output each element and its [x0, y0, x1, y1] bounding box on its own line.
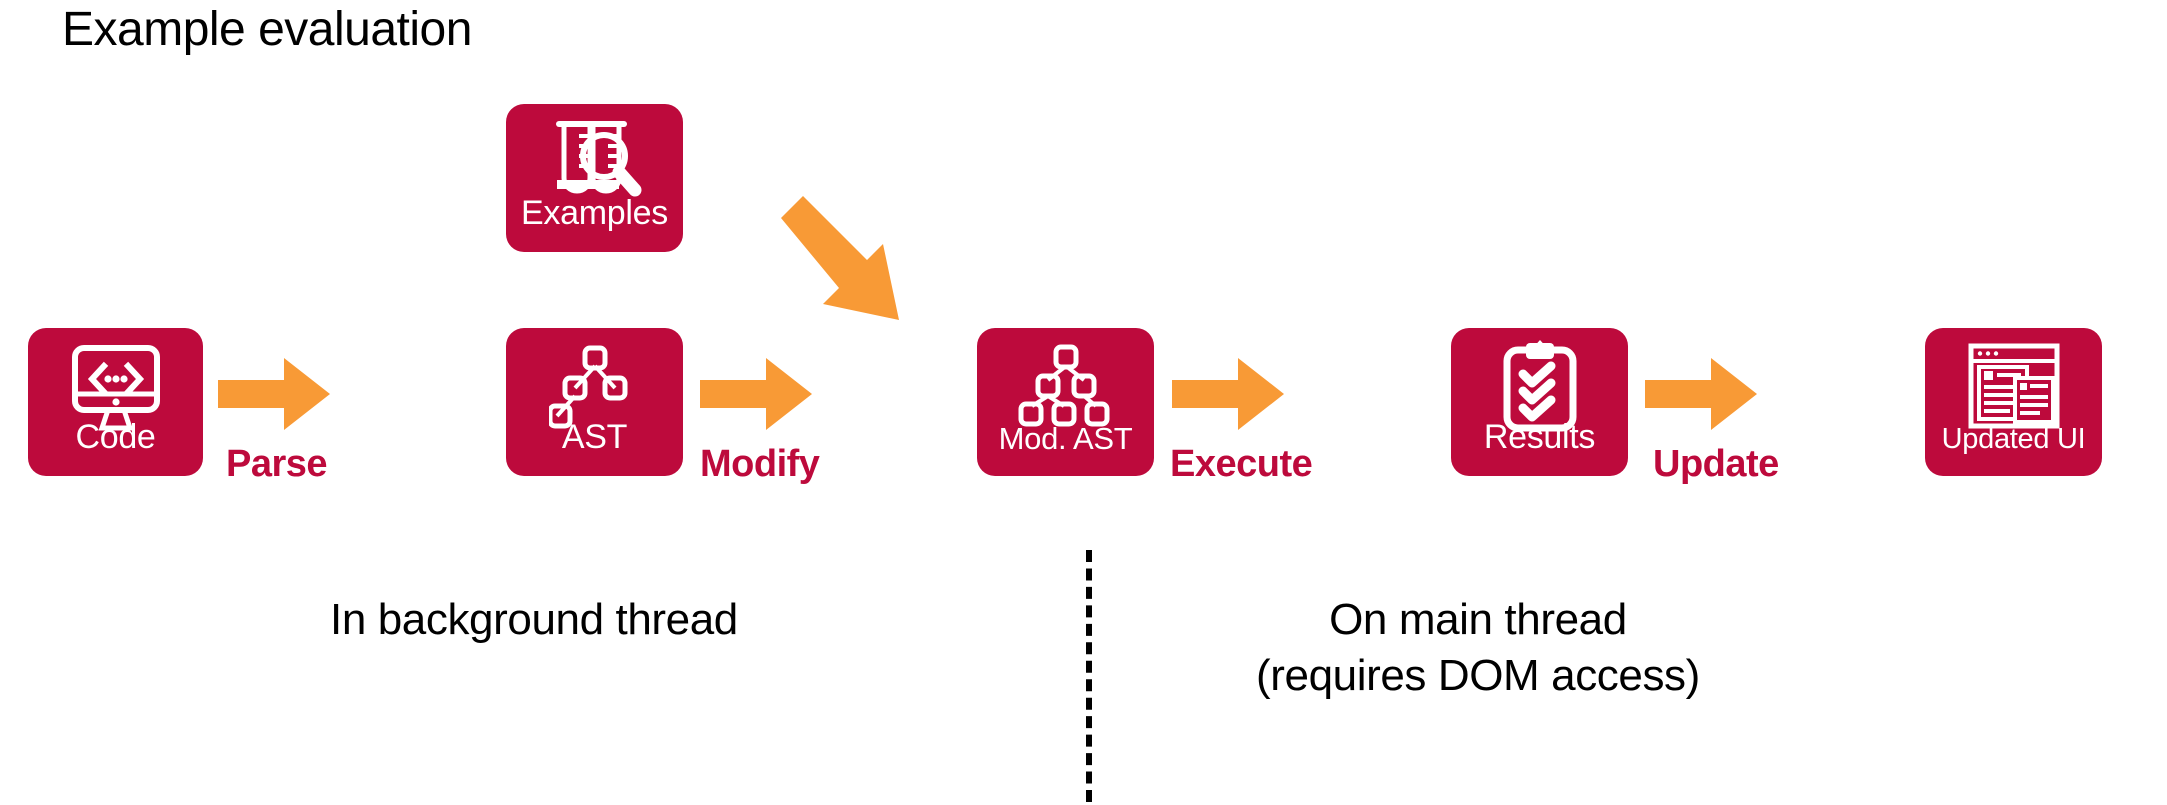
arrow-label-update: Update — [1653, 443, 1779, 485]
card-code[interactable]: Code — [28, 328, 203, 476]
arrow-right-update-icon — [1645, 358, 1757, 430]
card-label-code: Code — [75, 418, 156, 456]
tree-nodes-full-icon — [977, 344, 1154, 428]
monitor-code-icon — [28, 342, 203, 434]
caption-main-thread: On main thread (requires DOM access) — [1256, 592, 1700, 705]
arrow-label-parse: Parse — [226, 443, 328, 485]
arrow-label-modify: Modify — [700, 443, 820, 485]
arrow-diagonal-examples-to-mod-ast-icon — [775, 196, 925, 340]
arrow-right-execute-icon — [1172, 358, 1284, 430]
card-results[interactable]: Results — [1451, 328, 1628, 476]
test-tubes-magnifier-icon — [506, 116, 683, 204]
arrow-right-parse-icon — [218, 358, 330, 430]
card-examples[interactable]: Examples — [506, 104, 683, 252]
thread-boundary-divider — [1086, 550, 1092, 802]
card-updated-ui[interactable]: Updated UI — [1925, 328, 2102, 476]
caption-main-thread-line1: On main thread — [1329, 595, 1627, 644]
arrow-label-execute: Execute — [1170, 443, 1313, 485]
card-ast[interactable]: AST — [506, 328, 683, 476]
clipboard-checks-icon — [1451, 340, 1628, 432]
arrow-right-modify-icon — [700, 358, 812, 430]
browser-window-icon — [1925, 342, 2102, 430]
card-label-ast: AST — [561, 418, 628, 456]
caption-main-thread-line2: (requires DOM access) — [1256, 651, 1700, 701]
page-title: Example evaluation — [62, 3, 472, 56]
card-label-mod-ast: Mod. AST — [998, 421, 1133, 456]
card-label-results: Results — [1483, 418, 1596, 456]
tree-nodes-icon — [506, 344, 683, 432]
caption-background-thread: In background thread — [330, 595, 738, 644]
card-label-updated-ui: Updated UI — [1941, 423, 2086, 455]
card-label-examples: Examples — [521, 194, 668, 232]
card-mod-ast[interactable]: Mod. AST — [977, 328, 1154, 476]
